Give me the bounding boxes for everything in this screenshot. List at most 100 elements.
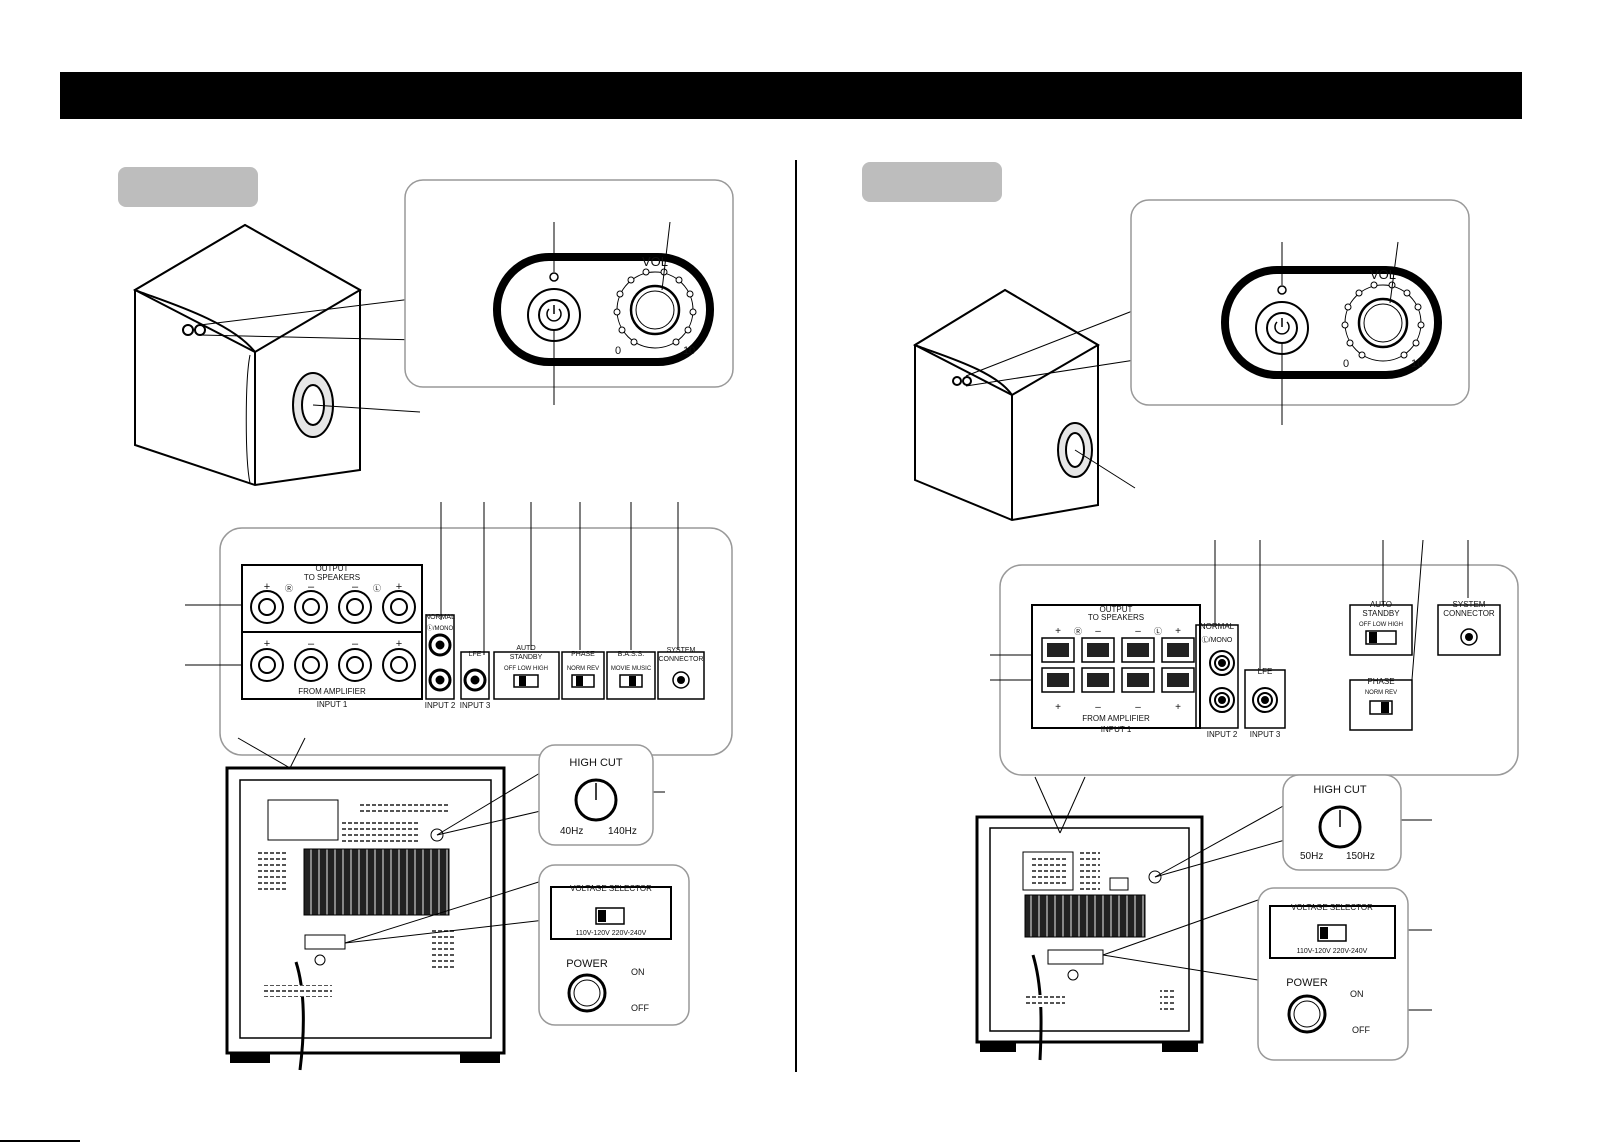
volume-knob[interactable] bbox=[613, 268, 697, 349]
right-front-panel-callout: VOL 0 10 bbox=[1130, 199, 1470, 425]
power-switch-button[interactable] bbox=[567, 973, 607, 1013]
auto-standby-switch[interactable] bbox=[513, 674, 539, 688]
phase-label: PHASE bbox=[571, 651, 595, 658]
speaker-terminals-output[interactable] bbox=[250, 590, 416, 624]
rca-input2-jacks[interactable] bbox=[1209, 650, 1235, 713]
l-mark-label: Ⓛ bbox=[373, 584, 381, 593]
svg-text:+: + bbox=[1175, 626, 1181, 637]
from-amplifier-label: FROM AMPLIFIER bbox=[298, 687, 366, 696]
right-rear-panel-callout: OUTPUT TO SPEAKERS + – – + Ⓡ Ⓛ + – – + F… bbox=[990, 539, 1519, 776]
normal-label: NORMAL bbox=[425, 614, 455, 621]
input2-label: INPUT 2 bbox=[1207, 730, 1238, 739]
rca-lfe-jack[interactable] bbox=[463, 668, 487, 692]
system-connector-label-1: SYSTEM bbox=[1453, 600, 1486, 609]
voltage-selector-switch[interactable] bbox=[595, 907, 625, 925]
model-tab-right bbox=[862, 162, 1002, 202]
output-label-1: OUTPUT bbox=[316, 564, 349, 573]
svg-text:+: + bbox=[1175, 702, 1181, 713]
power-label: POWER bbox=[566, 958, 608, 970]
system-connector-jack[interactable] bbox=[1460, 628, 1478, 646]
auto-standby-label-2: STANDBY bbox=[1362, 609, 1400, 618]
svg-text:–: – bbox=[308, 581, 315, 593]
rca-input2-jacks[interactable] bbox=[428, 633, 452, 692]
system-connector-jack[interactable] bbox=[672, 671, 690, 689]
left-front-panel-callout: VOL 0 10 bbox=[404, 179, 734, 405]
power-on-label: ON bbox=[631, 967, 645, 977]
high-cut-max-label: 150Hz bbox=[1346, 851, 1375, 862]
left-rear-speaker bbox=[225, 766, 506, 1071]
high-cut-knob[interactable] bbox=[1318, 805, 1362, 849]
auto-standby-label-2: STANDBY bbox=[510, 654, 543, 661]
output-label-1: OUTPUT bbox=[1100, 605, 1133, 614]
high-cut-min-label: 50Hz bbox=[1300, 851, 1323, 862]
left-high-cut-callout: HIGH CUT 40Hz 140Hz bbox=[538, 744, 654, 846]
system-connector-label-2: CONNECTOR bbox=[659, 656, 704, 663]
output-label-2: TO SPEAKERS bbox=[304, 573, 360, 582]
voltage-selector-switch[interactable] bbox=[1317, 924, 1347, 942]
power-switch-button[interactable] bbox=[1287, 994, 1327, 1034]
high-cut-max-label: 140Hz bbox=[608, 826, 637, 837]
auto-standby-label-1: AUTO bbox=[516, 645, 536, 652]
phase-switch[interactable] bbox=[571, 674, 595, 688]
model-tab-left bbox=[118, 167, 258, 207]
svg-text:–: – bbox=[1135, 626, 1141, 637]
l-mark-label: Ⓛ bbox=[1154, 627, 1162, 636]
power-off-label: OFF bbox=[631, 1003, 649, 1013]
power-led-icon bbox=[1277, 285, 1287, 295]
input3-label: INPUT 3 bbox=[460, 701, 491, 710]
input1-label: INPUT 1 bbox=[317, 700, 348, 709]
volume-knob[interactable] bbox=[1341, 281, 1425, 362]
voltage-options: 110V-120V 220V-240V bbox=[1297, 948, 1368, 955]
vol-max-label: 10 bbox=[683, 345, 695, 357]
rca-lfe-jack[interactable] bbox=[1252, 687, 1278, 713]
voltage-selector-label: VOLTAGE SELECTOR bbox=[1291, 903, 1373, 912]
power-label: POWER bbox=[1286, 977, 1328, 989]
footer-rule bbox=[0, 1140, 80, 1142]
svg-text:+: + bbox=[1055, 626, 1061, 637]
vol-min-label: 0 bbox=[615, 345, 621, 357]
phase-options: NORM REV bbox=[567, 666, 599, 672]
svg-text:+: + bbox=[264, 581, 270, 593]
power-off-label: OFF bbox=[1352, 1025, 1370, 1035]
svg-text:+: + bbox=[396, 581, 402, 593]
standby-options: OFF LOW HIGH bbox=[504, 666, 548, 672]
page-header-bar bbox=[60, 72, 1522, 119]
vol-min-label: 0 bbox=[1343, 358, 1349, 370]
high-cut-knob[interactable] bbox=[574, 778, 618, 822]
mono-label: Ⓛ/MONO bbox=[1202, 636, 1233, 644]
right-rear-speaker bbox=[975, 815, 1204, 1061]
bass-options: MOVIE MUSIC bbox=[611, 666, 652, 672]
power-on-label: ON bbox=[1350, 989, 1364, 999]
svg-text:–: – bbox=[1135, 702, 1141, 713]
mono-label: Ⓛ/MONO bbox=[427, 624, 454, 632]
right-voltage-power-callout: VOLTAGE SELECTOR 110V-120V 220V-240V POW… bbox=[1257, 887, 1409, 1061]
output-label-2: TO SPEAKERS bbox=[1088, 613, 1144, 622]
phase-options: NORM REV bbox=[1365, 690, 1397, 696]
input1-label: INPUT 1 bbox=[1101, 725, 1132, 734]
high-cut-label: HIGH CUT bbox=[1313, 784, 1366, 796]
speaker-terminals-input[interactable] bbox=[250, 648, 416, 682]
power-symbol-icon bbox=[546, 305, 562, 322]
auto-standby-switch[interactable] bbox=[1365, 630, 1397, 645]
vol-label: VOL bbox=[642, 254, 668, 269]
page-divider bbox=[795, 160, 797, 1072]
svg-text:+: + bbox=[396, 638, 402, 650]
bass-switch[interactable] bbox=[619, 674, 643, 688]
from-amplifier-label: FROM AMPLIFIER bbox=[1082, 714, 1150, 723]
r-mark-label: Ⓡ bbox=[285, 584, 293, 593]
svg-text:–: – bbox=[1095, 626, 1101, 637]
svg-text:–: – bbox=[352, 581, 359, 593]
left-rear-panel-callout: OUTPUT TO SPEAKERS + Ⓡ – – Ⓛ + + – – + F… bbox=[185, 502, 733, 756]
power-led-icon bbox=[549, 272, 559, 282]
voltage-options: 110V-120V 220V-240V bbox=[576, 930, 647, 937]
right-front-speaker bbox=[912, 288, 1100, 522]
svg-text:+: + bbox=[1055, 702, 1061, 713]
bass-label: B.A.S.S. bbox=[618, 651, 645, 658]
phase-switch[interactable] bbox=[1369, 700, 1393, 715]
right-high-cut-callout: HIGH CUT 50Hz 150Hz bbox=[1282, 774, 1402, 871]
high-cut-min-label: 40Hz bbox=[560, 826, 583, 837]
svg-text:–: – bbox=[1095, 702, 1101, 713]
left-voltage-power-callout: VOLTAGE SELECTOR 110V-120V 220V-240V POW… bbox=[538, 864, 690, 1026]
vol-label: VOL bbox=[1370, 267, 1396, 282]
system-connector-label-2: CONNECTOR bbox=[1443, 609, 1495, 618]
